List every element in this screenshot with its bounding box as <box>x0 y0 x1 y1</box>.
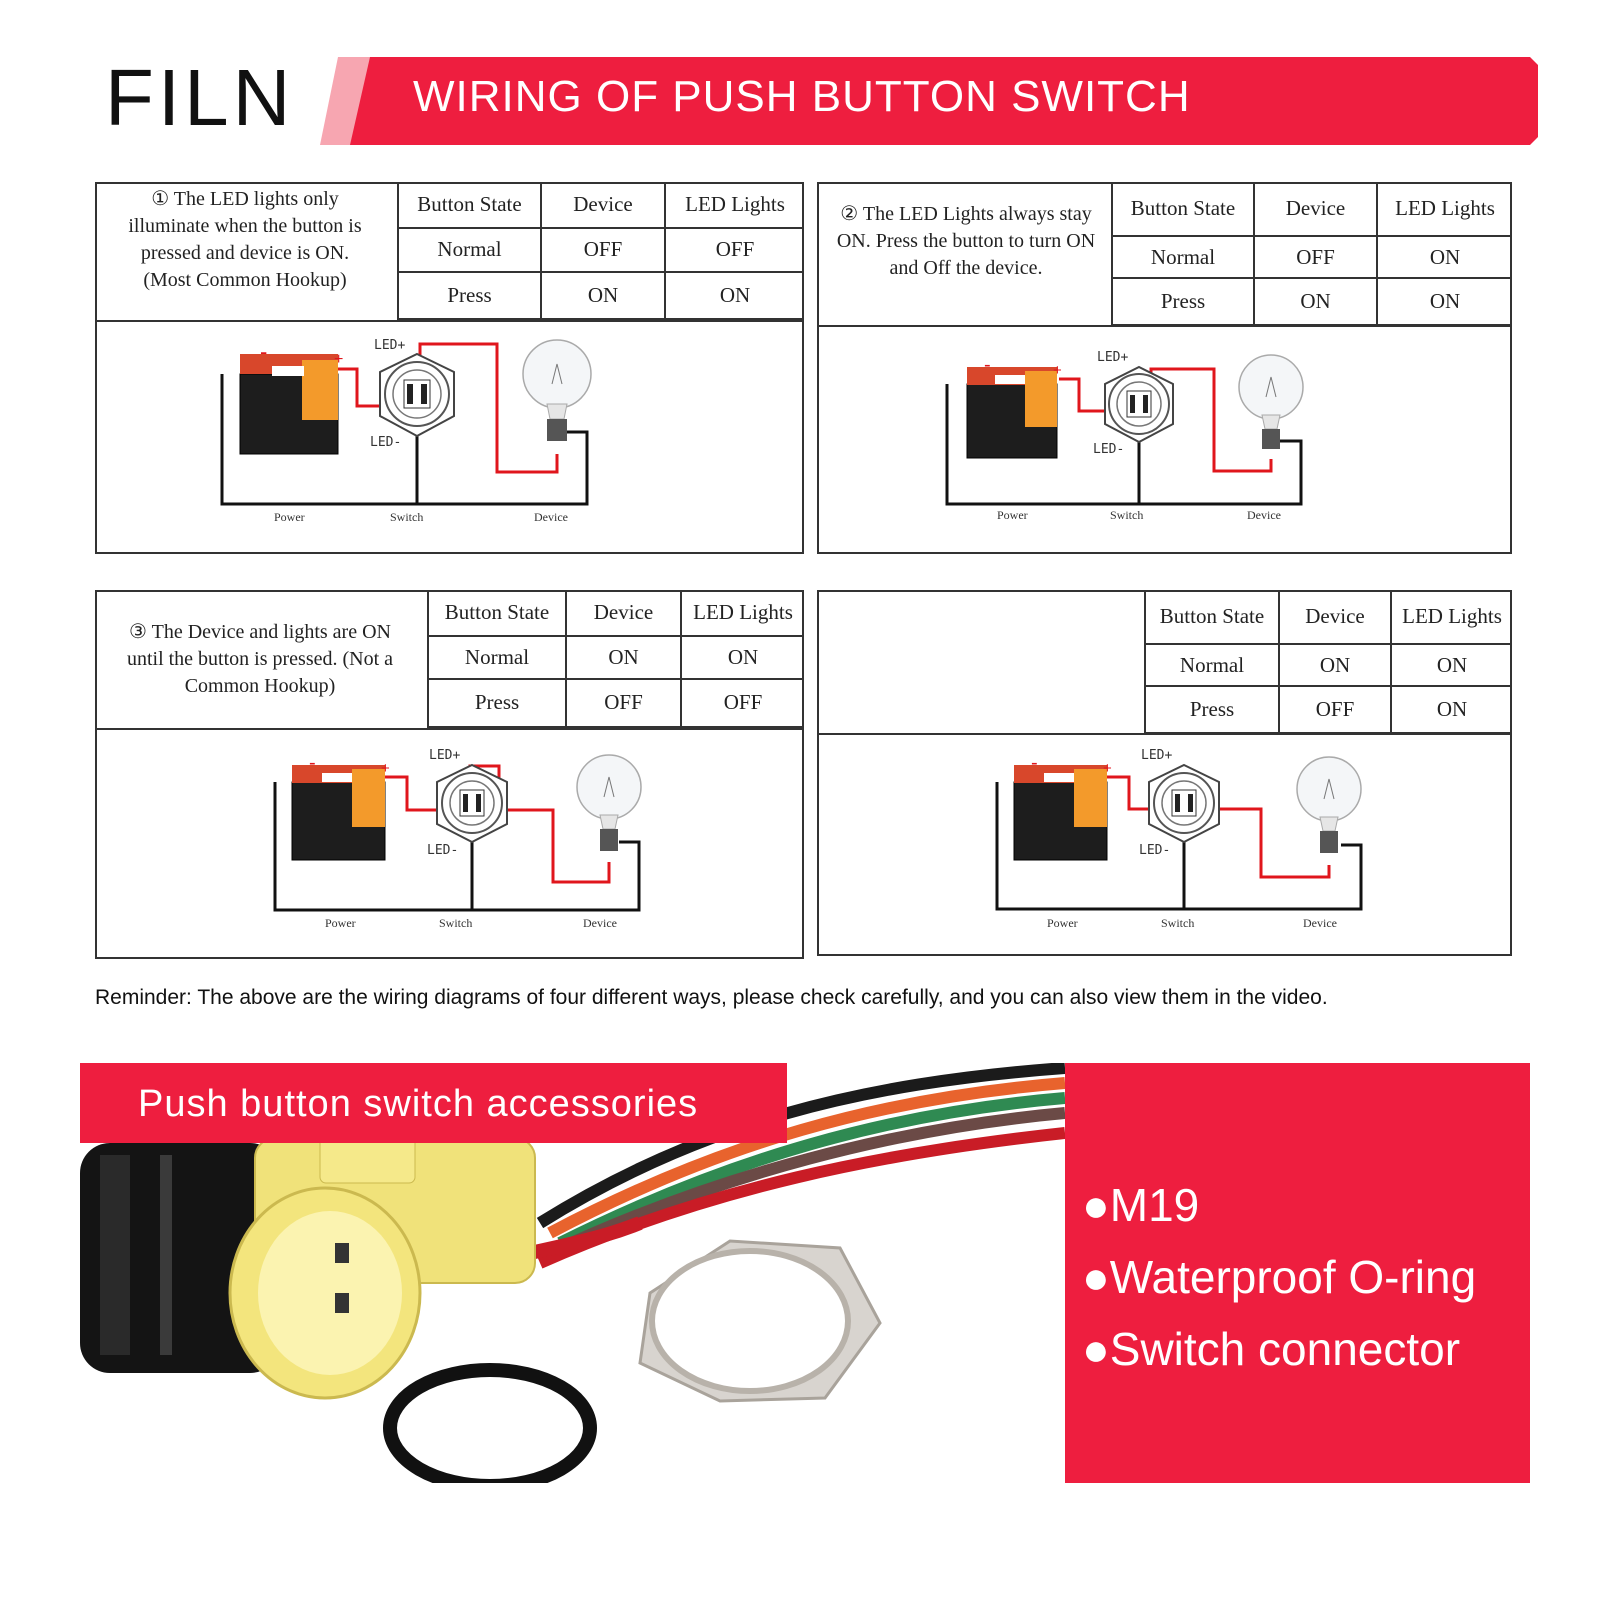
svg-text:LED+: LED+ <box>1097 350 1128 365</box>
svg-text:Power: Power <box>1047 916 1078 930</box>
wiring-diagram: - + LED+ LED- Power Switch Device <box>273 748 642 930</box>
svg-text:-: - <box>260 339 267 364</box>
svg-text:Switch: Switch <box>1110 508 1143 522</box>
svg-text:LED-: LED- <box>427 843 458 858</box>
wiring-diagram: - + LED+ LED- Power Switch Device <box>220 338 592 524</box>
svg-text:-: - <box>309 752 316 774</box>
svg-text:Switch: Switch <box>1161 916 1194 930</box>
svg-text:-: - <box>984 354 991 376</box>
features-panel <box>1065 1063 1530 1483</box>
svg-text:LED-: LED- <box>1139 843 1170 858</box>
wiring-diagram: - + LED+ LED- Power Switch Device <box>945 350 1304 522</box>
header-banner <box>320 57 1538 145</box>
svg-text:+: + <box>381 760 390 777</box>
svg-text:Device: Device <box>1303 916 1337 930</box>
wiring-diagram: - + LED+ LED- Power Switch Device <box>995 748 1363 930</box>
svg-text:LED-: LED- <box>1093 442 1124 457</box>
bulb-icon <box>522 339 592 441</box>
svg-text:LED+: LED+ <box>1141 748 1172 763</box>
feature-connector: ●Switch connector <box>1082 1323 1461 1375</box>
svg-text:Switch: Switch <box>439 916 472 930</box>
svg-text:Switch: Switch <box>390 510 423 524</box>
switch-icon: LED+ LED- <box>1139 748 1220 858</box>
svg-text:Device: Device <box>1247 508 1281 522</box>
svg-text:+: + <box>1103 760 1112 777</box>
svg-text:LED-: LED- <box>370 435 401 450</box>
svg-text:Device: Device <box>534 510 568 524</box>
battery-icon: - + <box>1013 752 1112 861</box>
battery-icon: - + <box>239 339 343 455</box>
feature-o-ring: ●Waterproof O-ring <box>1082 1251 1477 1303</box>
svg-text:Power: Power <box>325 916 356 930</box>
page-title: WIRING OF PUSH BUTTON SWITCH <box>413 72 1191 121</box>
brand-logo: FILN <box>105 53 295 142</box>
svg-text:+: + <box>1053 362 1062 379</box>
svg-text:+: + <box>334 351 343 368</box>
accessories-title: Push button switch accessories <box>138 1083 699 1125</box>
svg-text:-: - <box>1031 752 1038 774</box>
reminder-note: Reminder: The above are the wiring diagr… <box>95 986 1328 1009</box>
battery-icon: - + <box>966 354 1062 459</box>
bulb-icon <box>576 754 642 851</box>
bulb-icon <box>1238 354 1304 449</box>
accessories-banner <box>80 1063 787 1143</box>
svg-text:Power: Power <box>997 508 1028 522</box>
svg-text:LED+: LED+ <box>374 338 405 353</box>
switch-icon: LED+ LED- <box>427 748 508 858</box>
svg-text:Device: Device <box>583 916 617 930</box>
svg-text:Power: Power <box>274 510 305 524</box>
switch-icon: LED+ LED- <box>370 338 455 450</box>
svg-text:LED+: LED+ <box>429 748 460 763</box>
bulb-icon <box>1296 756 1362 853</box>
switch-icon: LED+ LED- <box>1093 350 1174 457</box>
battery-icon: - + <box>291 752 390 861</box>
feature-m19: ●M19 <box>1082 1179 1200 1231</box>
